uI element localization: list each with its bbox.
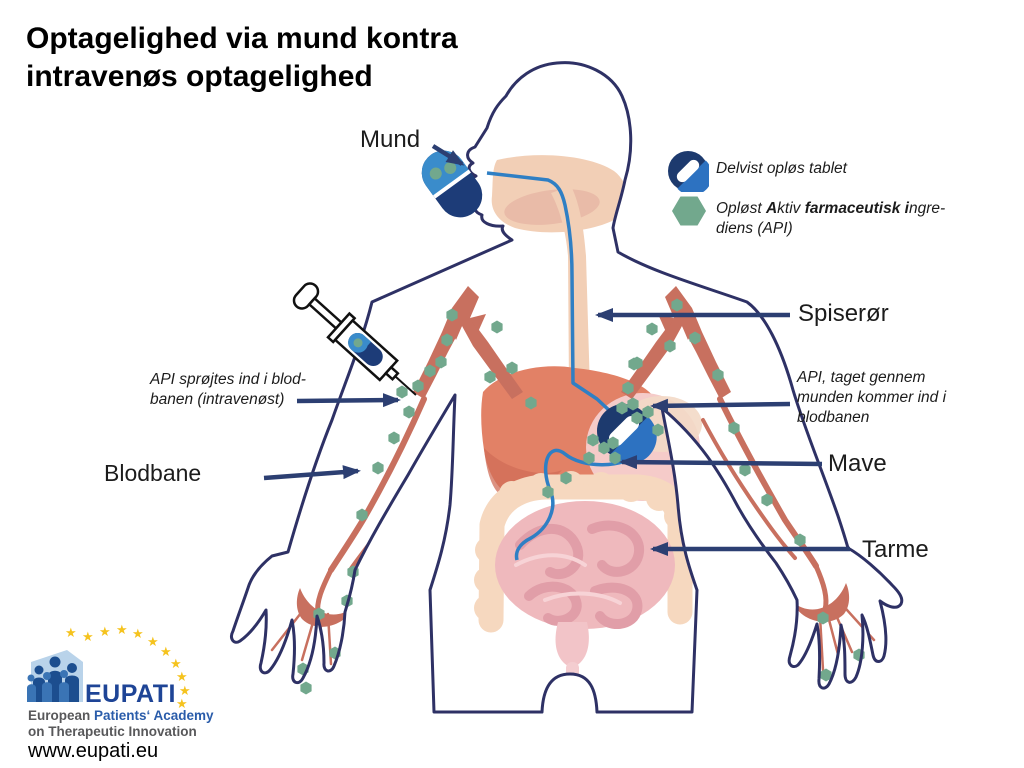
star-icon: ★ [116,622,128,637]
legend-api-bold: A [765,200,778,217]
legend-tablet-icon [668,151,709,192]
legend-api-part: diens (API) [716,220,793,237]
legend-api-bold: farmaceutisk i [804,200,909,217]
annotation-oral-line1: API, taget gennem [797,369,926,386]
legend-item-tablet: Delvist opløs tablet [716,160,847,177]
eupati-subtitle-blue: Patients‘ Academy [94,708,214,723]
legend-api-part: ngre- [908,200,946,217]
star-icon: ★ [176,669,188,684]
legend-item-api: Opløst Aktiv farmaceutisk ingre- diens (… [716,199,951,239]
star-icon: ★ [147,634,159,649]
arrow-iv-api [296,393,401,408]
legend-api-part: ktiv [777,200,805,217]
arrow-mund [431,144,465,166]
star-icon: ★ [65,625,77,640]
arrow-oral-api [650,398,791,413]
annotation-oral: API, taget gennem munden kommer ind i bl… [797,368,946,428]
star-icon: ★ [179,683,191,698]
arrow-mave [619,455,823,470]
label-arrows [263,144,850,556]
organs-group [270,155,876,688]
annotation-oral-line2: munden kommer ind i [797,389,947,406]
rectum [555,622,589,668]
title-line-2: intravenøs optagelighed [26,60,373,93]
title-line-1: Optagelighed via mund kontra [26,22,458,55]
annotation-iv: API sprøjtes ind i blod- banen (intraven… [150,370,306,410]
page-title: Optagelighed via mund kontra intravenøs … [26,20,458,96]
star-icon: ★ [132,626,144,641]
star-icon: ★ [176,696,188,711]
legend-api-hexagon-icon [672,196,706,226]
eupati-logo: ★ ★ ★ ★ ★ ★ ★ ★ ★ ★ ★ EUPATI European Pa… [25,614,255,764]
annotation-oral-line3: blodbanen [797,409,870,426]
intestine-gaps [514,553,622,605]
star-icon: ★ [99,624,111,639]
eupati-subtitle-1: European Patients‘ Academy [28,708,214,723]
star-icon: ★ [82,629,94,644]
eupati-wordmark: EUPATI [85,680,176,708]
eupati-url: www.eupati.eu [28,740,159,762]
eupati-subtitle-gray: European [28,708,95,723]
label-mave: Mave [828,450,887,477]
chest-vessels [413,286,731,399]
syringe-icon [292,282,417,396]
palm-vessels [296,583,850,627]
legend-api-part: Opløst [716,200,766,217]
label-blodbane: Blodbane [104,460,202,486]
eupati-subtitle-2: on Therapeutic Innovation [28,724,197,739]
annotation-iv-line1: API sprøjtes ind i blod- [150,371,306,388]
label-tarme: Tarme [862,536,929,563]
star-icon: ★ [160,644,172,659]
label-spiseroer: Spiserør [798,300,889,327]
label-mund: Mund [360,126,421,153]
star-icon: ★ [170,656,182,671]
arrow-blodbane [263,465,361,481]
annotation-iv-line2: banen (intravenøst) [150,391,285,408]
eupati-people-icon [27,650,83,702]
intestine-coils [515,520,645,629]
